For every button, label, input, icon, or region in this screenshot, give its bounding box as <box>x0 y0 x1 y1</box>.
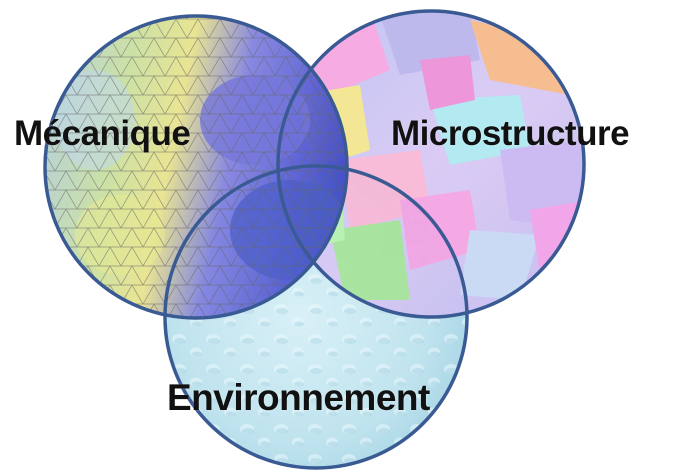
mecanique-label: Mécanique <box>14 114 191 153</box>
microstructure-outline <box>276 9 586 319</box>
environnement-outline <box>163 164 469 470</box>
mecanique-outline <box>43 14 349 320</box>
microstructure-label: Microstructure <box>391 114 630 153</box>
environnement-label: Environnement <box>167 377 430 418</box>
